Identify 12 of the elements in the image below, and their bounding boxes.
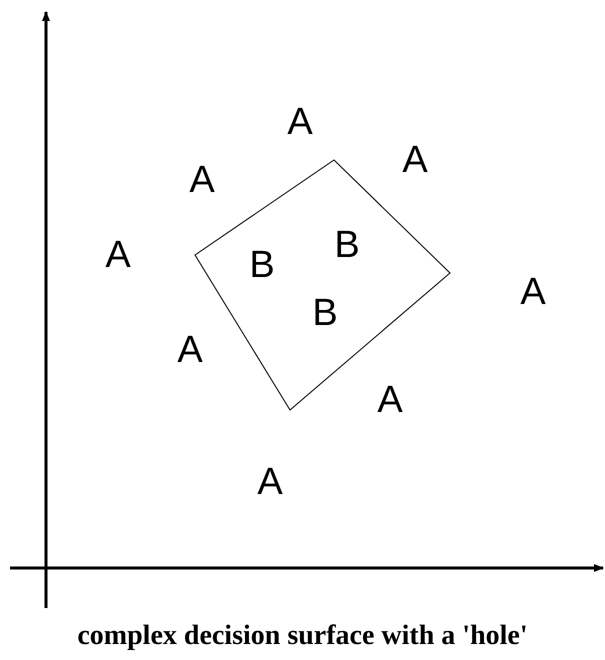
class-label: A (402, 141, 428, 179)
caption: complex decision surface with a 'hole' (76, 620, 529, 652)
class-label: A (177, 331, 203, 369)
class-label: B (334, 226, 360, 264)
class-label: A (520, 273, 546, 311)
class-label: A (377, 381, 403, 419)
class-label: A (257, 463, 283, 501)
class-label: B (312, 294, 338, 332)
class-label: B (249, 246, 275, 284)
class-label: A (287, 103, 313, 141)
class-label: A (105, 236, 131, 274)
class-label: A (189, 161, 215, 199)
